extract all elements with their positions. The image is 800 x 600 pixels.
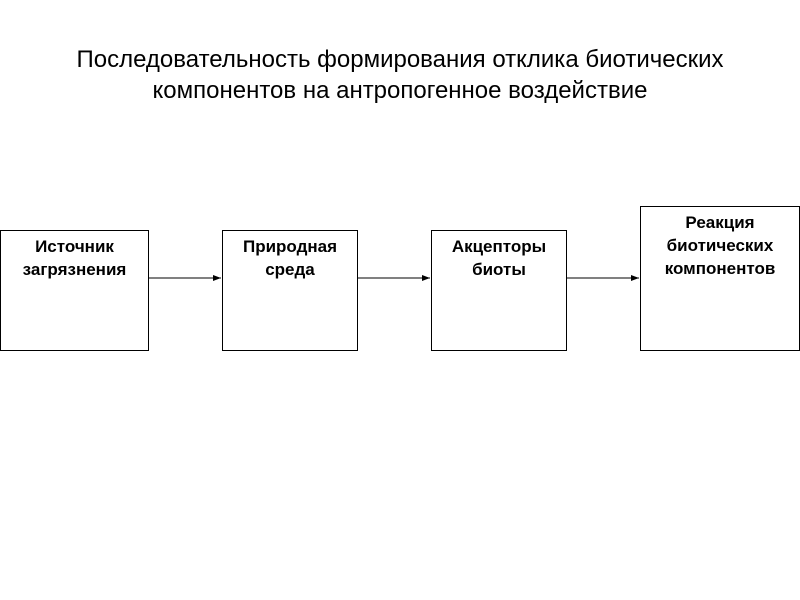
page-title: Последовательность формирования отклика … (0, 44, 800, 106)
node-label-line: биоты (472, 260, 526, 279)
node-biota-acceptors: Акцепторы биоты (431, 230, 567, 351)
title-line-1: Последовательность формирования отклика … (76, 46, 724, 73)
node-label-line: среда (265, 260, 315, 279)
node-label-line: загрязнения (22, 260, 127, 279)
node-pollution-source: Источник загрязнения (0, 230, 149, 351)
title-line-2: компонентов на антропогенное воздействие (152, 77, 648, 104)
node-natural-environment: Природная среда (222, 230, 358, 351)
node-label-line: компонентов (664, 259, 776, 278)
node-label-line: биотических (666, 236, 774, 255)
node-label-line: Природная (242, 237, 338, 256)
node-label-line: Реакция (685, 213, 755, 232)
node-biotic-response: Реакция биотических компонентов (640, 206, 800, 351)
node-label-line: Акцепторы (451, 237, 547, 256)
node-label-line: Источник (35, 237, 114, 256)
